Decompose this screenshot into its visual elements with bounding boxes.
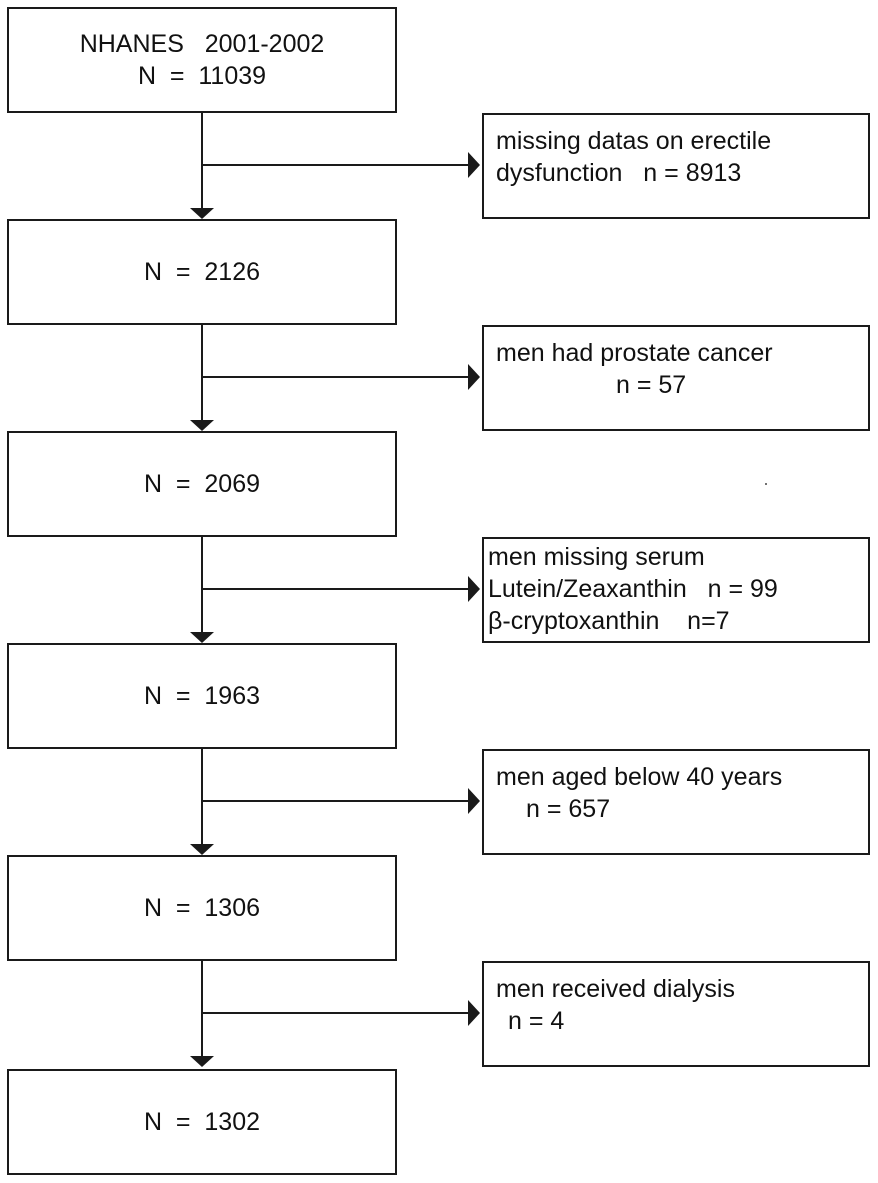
exclusion-box-3: men missing serum Lutein/Zeaxanthin n = …	[482, 537, 870, 643]
down-arrowhead-3	[190, 632, 214, 643]
exclusion-line: dysfunction n = 8913	[496, 159, 742, 187]
right-arrowhead-5	[468, 1000, 480, 1026]
cohort-box-5: N = 1306	[7, 855, 397, 961]
down-arrowhead-5	[190, 1056, 214, 1067]
exclusion-line: men aged below 40 years	[496, 763, 783, 791]
stray-dot	[765, 483, 767, 485]
right-arrowhead-1	[468, 152, 480, 178]
exclusion-box-1: missing datas on erectile dysfunction n …	[482, 113, 870, 219]
exclusion-line: men received dialysis	[496, 975, 735, 1003]
exclusion-line: Lutein/Zeaxanthin n = 99	[488, 575, 778, 603]
exclusion-line: men had prostate cancer	[496, 339, 773, 367]
cohort-box-line: N = 1963	[143, 682, 261, 710]
cohort-box-line: NHANES 2001-2002	[79, 30, 325, 58]
cohort-box-initial: NHANES 2001-2002 N = 11039	[7, 7, 397, 113]
exclusion-line: n = 657	[526, 795, 611, 823]
down-arrowhead-1	[190, 208, 214, 219]
cohort-box-2: N = 2126	[7, 219, 397, 325]
exclusion-box-5: men received dialysis n = 4	[482, 961, 870, 1067]
right-arrowhead-2	[468, 364, 480, 390]
down-arrowhead-4	[190, 844, 214, 855]
cohort-box-line: N = 1306	[143, 894, 261, 922]
exclusion-box-4: men aged below 40 years n = 657	[482, 749, 870, 855]
exclusion-line: men missing serum	[488, 543, 705, 571]
exclusion-box-2: men had prostate cancer n = 57	[482, 325, 870, 431]
cohort-box-line: N = 2126	[143, 258, 261, 286]
right-arrowhead-4	[468, 788, 480, 814]
cohort-box-line: N = 11039	[137, 62, 267, 90]
horizontal-connectors	[202, 152, 480, 1026]
cohort-box-4: N = 1963	[7, 643, 397, 749]
exclusion-line: n = 4	[508, 1007, 565, 1035]
exclusion-line: missing datas on erectile	[496, 127, 772, 155]
cohort-box-line: N = 2069	[143, 470, 261, 498]
down-arrowhead-2	[190, 420, 214, 431]
vertical-connectors	[190, 112, 214, 1067]
right-arrowhead-3	[468, 576, 480, 602]
exclusion-line: n = 57	[616, 371, 687, 399]
exclusion-line: β-cryptoxanthin n=7	[488, 607, 730, 635]
cohort-box-3: N = 2069	[7, 431, 397, 537]
cohort-box-line: N = 1302	[143, 1108, 261, 1136]
cohort-box-final: N = 1302	[7, 1069, 397, 1175]
